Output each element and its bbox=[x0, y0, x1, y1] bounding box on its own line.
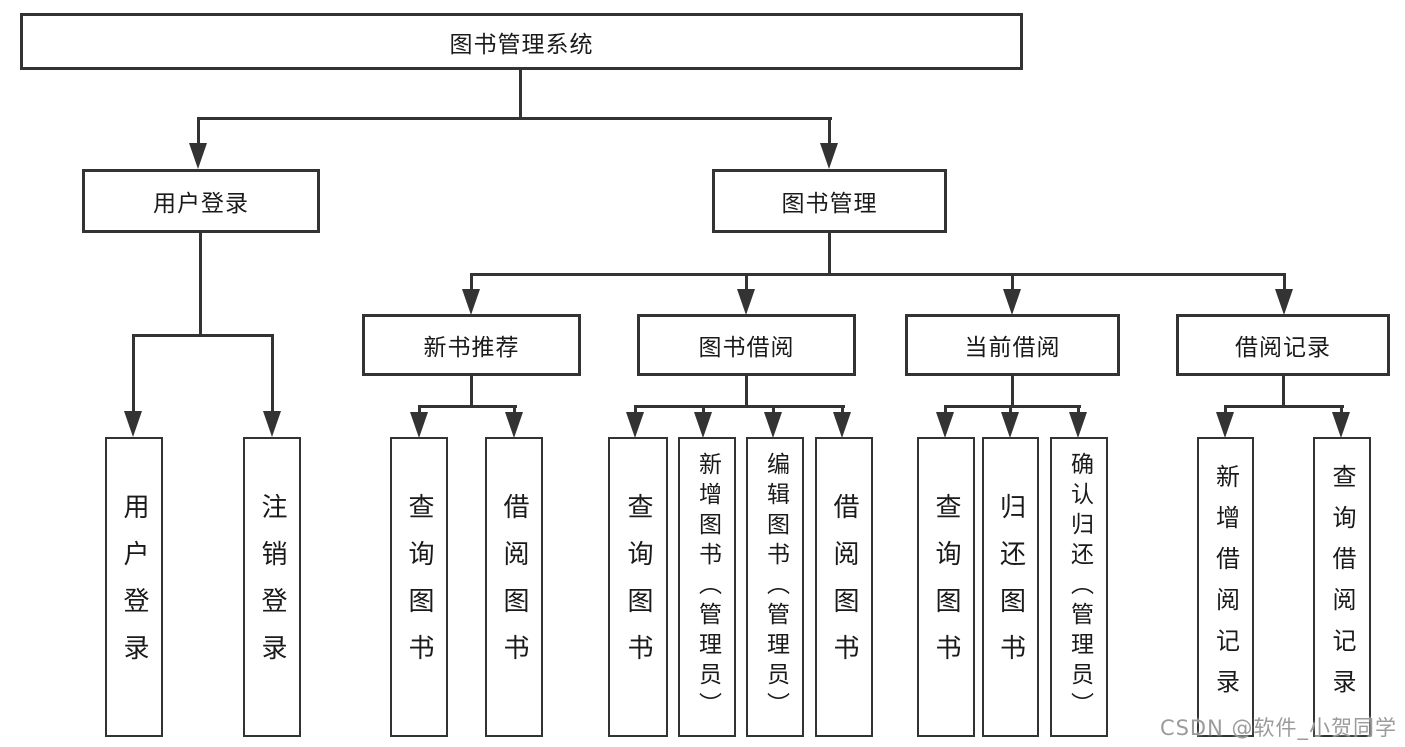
node-root: 图书管理系统 bbox=[20, 13, 1023, 70]
connector-leaf-drop bbox=[841, 405, 844, 415]
connector-level3-hline bbox=[470, 273, 1286, 276]
node-user-login-label: 用户登录 bbox=[153, 191, 249, 217]
connector-current-stem bbox=[1011, 375, 1014, 408]
leaf-current-confirm-return: 确认归还（管理员） bbox=[1050, 437, 1108, 737]
node-root-label: 图书管理系统 bbox=[449, 31, 594, 58]
connector-borrow-stem bbox=[745, 375, 748, 408]
node-current-borrow-label: 当前借阅 bbox=[964, 335, 1061, 361]
leaf-user-login: 用户登录 bbox=[105, 437, 163, 737]
arrow-down-icon bbox=[1069, 412, 1087, 438]
csdn-watermark: CSDN @软件_小贺同学 bbox=[1159, 716, 1397, 740]
leaf-logout: 注销登录 bbox=[243, 437, 301, 737]
arrow-down-icon bbox=[1003, 289, 1021, 315]
leaf-current-return-book: 归还图书 bbox=[982, 437, 1039, 737]
leaf-record-add-record-label: 新增借阅记录 bbox=[1211, 464, 1240, 710]
node-new-book-recommend-label: 新书推荐 bbox=[423, 335, 520, 361]
leaf-current-query-book-label: 查询图书 bbox=[931, 493, 961, 681]
leaf-borrow-add-book: 新增图书（管理员） bbox=[678, 437, 736, 737]
arrow-down-icon bbox=[189, 143, 207, 169]
connector-leaf-drop bbox=[772, 405, 775, 415]
connector-leaf-drop bbox=[513, 405, 516, 415]
connector-book-mgmt-drop bbox=[828, 117, 831, 147]
leaf-current-query-book: 查询图书 bbox=[917, 437, 975, 737]
node-user-login: 用户登录 bbox=[82, 169, 320, 233]
connector-recommend-stem bbox=[470, 375, 473, 408]
node-book-management-label: 图书管理 bbox=[781, 191, 878, 217]
arrow-down-icon bbox=[1001, 412, 1019, 438]
arrow-down-icon bbox=[737, 289, 755, 315]
leaf-current-confirm-return-label: 确认归还（管理员） bbox=[1066, 452, 1093, 722]
leaf-recommend-borrow-book-label: 借阅图书 bbox=[499, 493, 529, 681]
connector-level3-drop bbox=[745, 273, 748, 293]
arrow-down-icon bbox=[694, 412, 712, 438]
leaf-logout-label: 注销登录 bbox=[257, 493, 287, 681]
arrow-down-icon bbox=[820, 143, 838, 169]
leaf-record-query-record-label: 查询借阅记录 bbox=[1328, 464, 1356, 710]
connector-current-hline bbox=[944, 405, 1081, 408]
arrow-down-icon bbox=[462, 289, 480, 315]
leaf-record-query-record: 查询借阅记录 bbox=[1313, 437, 1371, 737]
node-book-borrow: 图书借阅 bbox=[637, 314, 856, 376]
connector-user-login-drop bbox=[197, 117, 200, 147]
node-borrow-record-label: 借阅记录 bbox=[1235, 335, 1331, 361]
node-book-management: 图书管理 bbox=[712, 169, 947, 233]
connector-recommend-hline bbox=[418, 405, 517, 408]
node-new-book-recommend: 新书推荐 bbox=[362, 314, 581, 376]
connector-leaf-drop bbox=[944, 405, 947, 415]
arrow-down-icon bbox=[1332, 412, 1350, 438]
arrow-down-icon bbox=[833, 412, 851, 438]
connector-borrow-hline bbox=[634, 405, 845, 408]
connector-leaf-drop bbox=[1009, 405, 1012, 415]
leaf-borrow-edit-book: 编辑图书（管理员） bbox=[746, 437, 804, 737]
connector-leaf-drop bbox=[1340, 405, 1343, 415]
arrow-down-icon bbox=[124, 411, 142, 437]
connector-leaf-drop bbox=[1224, 405, 1227, 415]
arrow-down-icon bbox=[936, 412, 954, 438]
connector-record-stem bbox=[1282, 375, 1285, 408]
leaf-borrow-query-book-label: 查询图书 bbox=[623, 493, 653, 681]
connector-leaf-drop bbox=[634, 405, 637, 415]
arrow-down-icon bbox=[505, 412, 523, 438]
leaf-borrow-borrow-book: 借阅图书 bbox=[815, 437, 873, 737]
connector-user-login-stem bbox=[199, 232, 202, 337]
leaf-record-add-record: 新增借阅记录 bbox=[1197, 437, 1254, 737]
leaf-recommend-query-book-label: 查询图书 bbox=[404, 493, 434, 681]
connector-leaf-drop bbox=[132, 334, 135, 414]
connector-leaf-drop bbox=[702, 405, 705, 415]
connector-leaf-drop bbox=[1077, 405, 1080, 415]
node-book-borrow-label: 图书借阅 bbox=[698, 335, 795, 361]
connector-leaf-drop bbox=[418, 405, 421, 415]
connector-book-mgmt-stem bbox=[828, 232, 831, 276]
connector-level3-drop bbox=[1011, 273, 1014, 293]
arrow-down-icon bbox=[626, 412, 644, 438]
leaf-borrow-query-book: 查询图书 bbox=[608, 437, 668, 737]
connector-level3-drop bbox=[470, 273, 473, 293]
connector-level3-drop bbox=[1283, 273, 1286, 293]
connector-record-hline bbox=[1224, 405, 1344, 408]
connector-level2-hline bbox=[197, 117, 832, 120]
leaf-recommend-query-book: 查询图书 bbox=[390, 437, 448, 737]
leaf-borrow-add-book-label: 新增图书（管理员） bbox=[694, 452, 721, 722]
arrow-down-icon bbox=[764, 412, 782, 438]
node-current-borrow: 当前借阅 bbox=[905, 314, 1120, 376]
arrow-down-icon bbox=[410, 412, 428, 438]
leaf-recommend-borrow-book: 借阅图书 bbox=[485, 437, 543, 737]
arrow-down-icon bbox=[1216, 412, 1234, 438]
arrow-down-icon bbox=[263, 411, 281, 437]
connector-user-login-hline bbox=[132, 334, 274, 337]
connector-leaf-drop bbox=[271, 334, 274, 414]
leaf-user-login-label: 用户登录 bbox=[119, 493, 149, 681]
leaf-borrow-borrow-book-label: 借阅图书 bbox=[829, 493, 859, 681]
leaf-borrow-edit-book-label: 编辑图书（管理员） bbox=[762, 452, 789, 722]
node-borrow-record: 借阅记录 bbox=[1176, 314, 1390, 376]
arrow-down-icon bbox=[1275, 289, 1293, 315]
leaf-current-return-book-label: 归还图书 bbox=[995, 493, 1026, 681]
connector-root-stem bbox=[519, 68, 522, 119]
